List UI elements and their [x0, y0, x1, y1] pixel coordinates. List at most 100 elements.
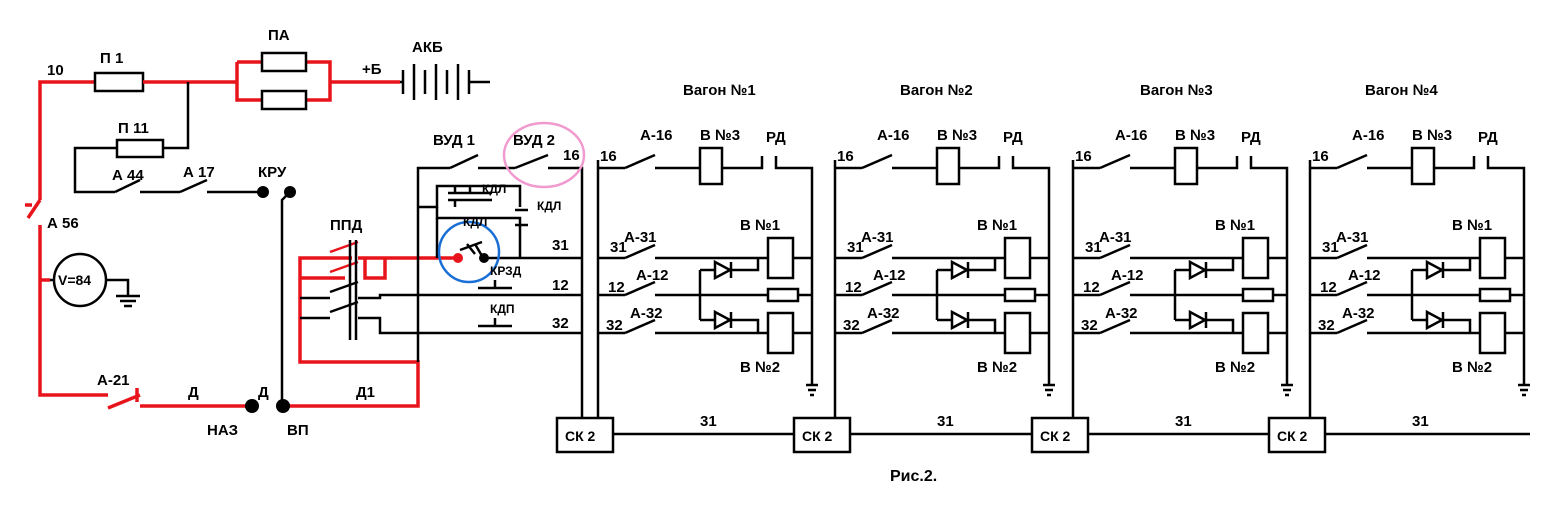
fuse-p1 [93, 71, 145, 93]
diode-upper [1188, 259, 1208, 281]
label-sk2: СК 2 [1040, 428, 1071, 444]
label-v2: В №2 [1215, 359, 1255, 376]
label-v3: В №3 [1412, 127, 1452, 144]
label-pa: ПА [268, 27, 290, 44]
label-rd: РД [1241, 129, 1261, 146]
label-w12: 12 [1083, 279, 1100, 296]
label-bus31: 31 [1412, 413, 1429, 430]
diode-lower [1425, 309, 1445, 331]
label-kdp: КДП [490, 302, 515, 316]
label-rd: РД [766, 129, 786, 146]
label-rd: РД [1478, 129, 1498, 146]
label-sk2: СК 2 [802, 428, 833, 444]
label-w16: 16 [600, 148, 617, 165]
label-w32: 32 [1318, 317, 1335, 334]
coil-v3 [935, 146, 961, 186]
label-wire10: 10 [47, 62, 64, 79]
label-p1: П 1 [100, 50, 123, 67]
label-a31: А-31 [624, 229, 657, 246]
resistor [766, 287, 800, 303]
label-naz: НАЗ [207, 422, 238, 439]
label-vp: ВП [287, 422, 309, 439]
label-w32: 32 [606, 317, 623, 334]
coil-v2 [1003, 311, 1032, 355]
label-w12: 12 [845, 279, 862, 296]
diode-upper [950, 259, 970, 281]
label-bus31: 31 [700, 413, 717, 430]
label-bus31: 31 [937, 413, 954, 430]
diode-upper [1425, 259, 1445, 281]
label-d-a: Д [188, 384, 199, 401]
label-vud2: ВУД 2 [513, 132, 555, 149]
highlight-ring-kdl [437, 220, 501, 284]
fuse-pa-2 [260, 89, 308, 111]
label-krzd: КРЗД [490, 264, 522, 278]
label-a16: А-16 [1115, 127, 1148, 144]
label-kdl-a: КДЛ [482, 182, 506, 196]
car-title: Вагон №1 [683, 82, 756, 99]
label-v1: В №1 [1215, 217, 1255, 234]
label-v1: В №1 [1452, 217, 1492, 234]
label-a31: А-31 [861, 229, 894, 246]
label-a32: А-32 [1105, 305, 1138, 322]
label-a16: А-16 [640, 127, 673, 144]
label-a12: А-12 [1348, 267, 1381, 284]
label-a31: А-31 [1336, 229, 1369, 246]
label-v2: В №2 [740, 359, 780, 376]
power-circuit [25, 51, 458, 410]
diode-lower [950, 309, 970, 331]
label-v3: В №3 [937, 127, 977, 144]
label-v2: В №2 [977, 359, 1017, 376]
control-wires [50, 64, 584, 420]
caption: Рис.2. [890, 468, 937, 485]
left-labels: 10 П 1 ПА АКБ +Б П 11 А 44 А 17 КРУ А 56… [47, 27, 937, 485]
resistor [1241, 287, 1275, 303]
label-d1: Д1 [356, 384, 375, 401]
label-w16: 16 [563, 147, 580, 164]
label-voltmeter: V=84 [58, 272, 91, 288]
label-w31: 31 [1085, 239, 1102, 256]
diode-lower [713, 309, 733, 331]
label-v1: В №1 [977, 217, 1017, 234]
label-akb: АКБ [412, 39, 443, 56]
car-title: Вагон №2 [900, 82, 973, 99]
fuse-p11 [115, 138, 165, 159]
sk2-box [1030, 416, 1090, 454]
label-w31: 31 [1322, 239, 1339, 256]
label-vud1: ВУД 1 [433, 132, 475, 149]
car-title: Вагон №4 [1365, 82, 1438, 99]
label-a32: А-32 [630, 305, 663, 322]
label-w12: 12 [1320, 279, 1337, 296]
label-rd: РД [1003, 129, 1023, 146]
coil-v1 [1478, 236, 1507, 280]
coil-v2 [766, 311, 795, 355]
label-plus-b: +Б [362, 61, 382, 78]
label-a21: А-21 [97, 372, 130, 389]
car-title: Вагон №3 [1140, 82, 1213, 99]
label-a17: А 17 [183, 164, 215, 181]
coil-v1 [1003, 236, 1032, 280]
diode-lower [1188, 309, 1208, 331]
label-kdl-b: КДЛ [537, 199, 561, 213]
label-a44: А 44 [112, 167, 144, 184]
fuse-pa-1 [260, 51, 308, 73]
label-w31: 31 [610, 239, 627, 256]
label-w31: 31 [552, 237, 569, 254]
label-w32: 32 [552, 315, 569, 332]
coil-v3 [698, 146, 724, 186]
label-a12: А-12 [636, 267, 669, 284]
label-a56: А 56 [47, 215, 79, 232]
label-a12: А-12 [1111, 267, 1144, 284]
coil-v2 [1478, 311, 1507, 355]
label-sk2: СК 2 [565, 428, 596, 444]
label-kru: КРУ [258, 164, 287, 181]
coil-v2 [1241, 311, 1270, 355]
label-d-b: Д [258, 384, 269, 401]
label-w32: 32 [1081, 317, 1098, 334]
sk2-box [555, 416, 615, 454]
